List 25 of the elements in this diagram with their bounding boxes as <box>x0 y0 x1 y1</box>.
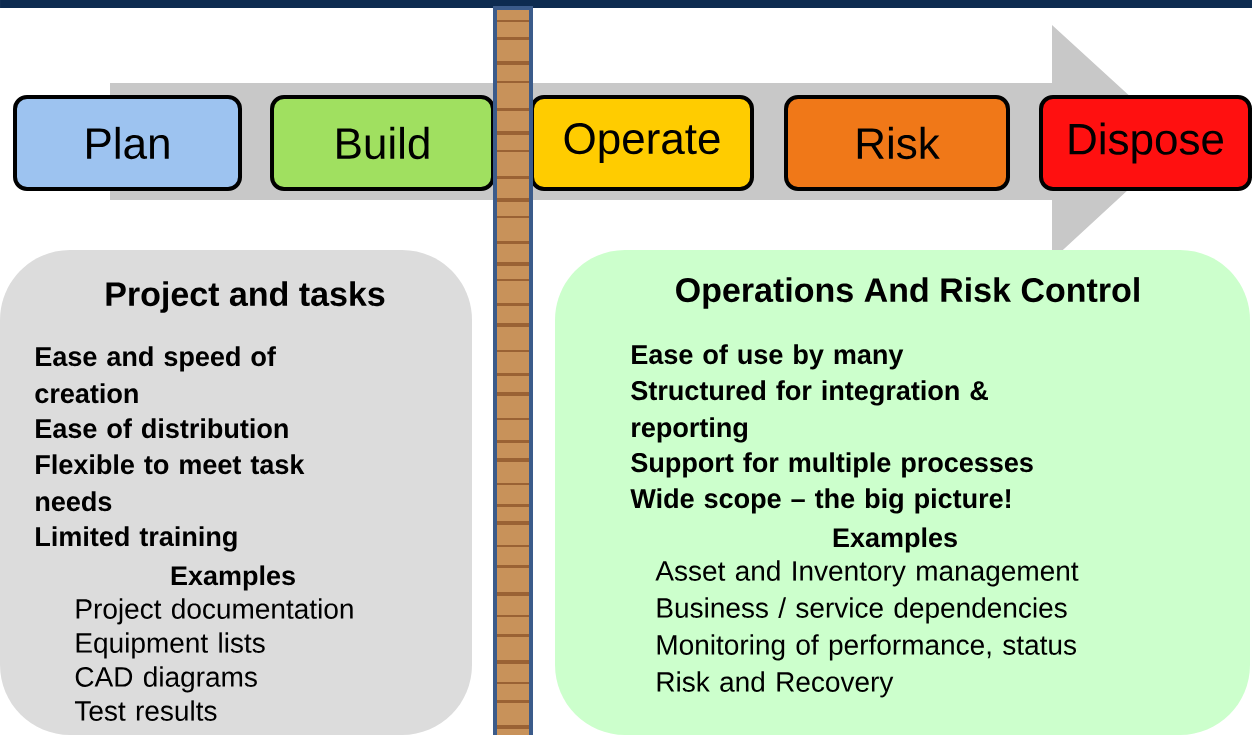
example-item: Business / service dependencies <box>657 597 1067 624</box>
stage-box: Risk <box>784 95 1010 191</box>
stage-box: Build <box>270 95 495 191</box>
panel-heading: Project and tasks <box>106 281 385 313</box>
example-item: Risk and Recovery <box>657 671 894 698</box>
example-item: Equipment lists <box>76 632 265 659</box>
stage-box: Operate <box>530 95 754 191</box>
feature-text: Limited training <box>36 526 237 552</box>
examples-heading: Examples <box>171 565 295 591</box>
example-item: Monitoring of performance, status <box>657 634 1076 661</box>
feature-text: Wide scope – the big picture! <box>630 488 1011 514</box>
example-item: Test results <box>74 700 217 721</box>
panel-heading: Operations And Risk Control <box>676 277 1139 309</box>
feature-text: Ease of use by many <box>632 344 904 370</box>
feature-text: Ease of distribution <box>36 418 288 439</box>
feature-text: Flexible to meet task needs <box>36 454 305 512</box>
examples-heading: Examples <box>833 527 957 553</box>
feature-text: Support for multiple processes <box>631 452 1033 478</box>
example-item: Project documentation <box>76 598 353 625</box>
example-item: Asset and Inventory management <box>655 560 1079 587</box>
stage-box: Plan <box>13 95 242 191</box>
stage-box: Dispose <box>1039 95 1252 191</box>
feature-text: Ease and speed of creation <box>35 346 276 404</box>
example-item: CAD diagrams <box>75 666 257 693</box>
feature-text: Structured for integration & reporting <box>631 380 988 443</box>
